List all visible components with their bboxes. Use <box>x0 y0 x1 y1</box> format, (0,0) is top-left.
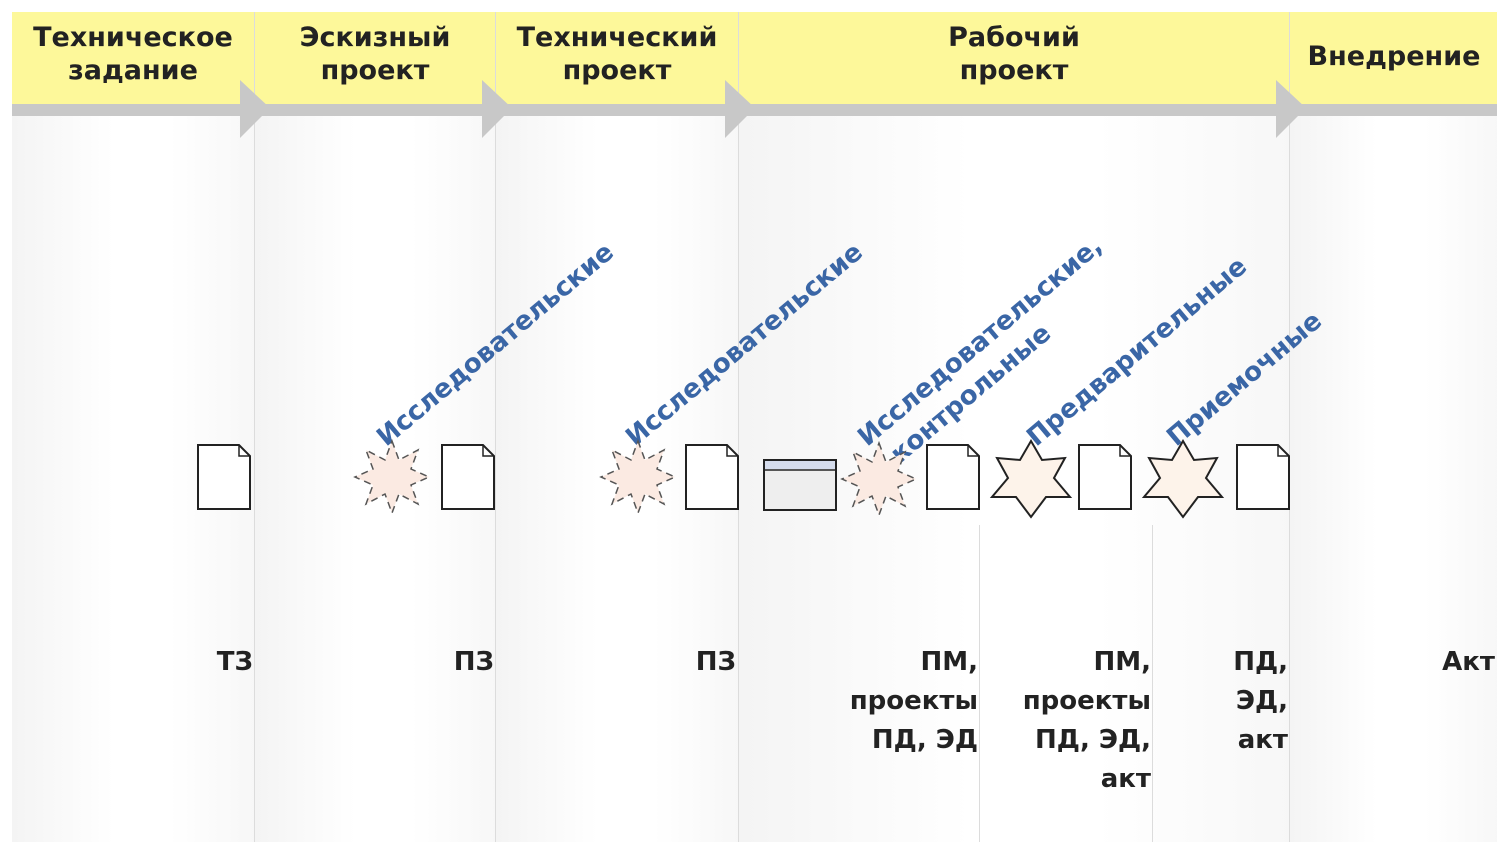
stage-title-line: проект <box>562 55 672 86</box>
stage-title-line: Эскизный <box>299 22 451 53</box>
document-label-line: акт <box>1100 764 1151 794</box>
document-label-act: Акт <box>1380 643 1495 682</box>
star-icon <box>1141 439 1225 519</box>
stage-divider <box>738 12 739 842</box>
document-label-line: ПЗ <box>453 647 494 677</box>
stage-divider <box>254 12 255 842</box>
document-label-line: проекты <box>849 686 978 716</box>
stage-column-implementation <box>1290 12 1497 842</box>
document-label-line: акт <box>1237 725 1288 755</box>
document-label-acceptance: ПД, ЭД, акт <box>1160 643 1288 760</box>
star-icon <box>840 440 918 518</box>
panel-icon <box>763 459 837 511</box>
document-icon <box>1078 444 1132 510</box>
stage-column-working <box>739 12 1289 842</box>
document-icon <box>441 444 495 510</box>
stage-title-implementation: Внедрение <box>1296 10 1492 102</box>
stage-title-line: проект <box>320 55 430 86</box>
arrow-right-icon <box>1276 80 1306 138</box>
stage-divider <box>1289 12 1290 842</box>
timeline-bar <box>12 104 1497 116</box>
document-label-line: ПМ, <box>920 647 978 677</box>
document-label-pz: ПЗ <box>600 643 736 682</box>
stage-divider <box>495 12 496 842</box>
document-label-line: ПМ, <box>1093 647 1151 677</box>
document-label-tz: ТЗ <box>120 643 253 682</box>
document-label-line: ПД, ЭД <box>871 725 978 755</box>
star-icon <box>353 438 431 516</box>
document-label-line: ПД, <box>1233 647 1288 677</box>
document-label-line: ЭД, <box>1235 686 1288 716</box>
stage-header-bg <box>1290 12 1497 104</box>
stage-column-sketch <box>255 12 495 842</box>
stage-title-line: Рабочий <box>948 22 1080 53</box>
stage-header-bg <box>739 12 1289 104</box>
stage-column-technical <box>496 12 738 842</box>
stage-title-line: задание <box>68 55 198 86</box>
stage-title-line: проект <box>959 55 1069 86</box>
document-label-line: ПД, ЭД, <box>1035 725 1151 755</box>
arrow-right-icon <box>482 80 512 138</box>
document-label-preliminary: ПМ, проекты ПД, ЭД, акт <box>985 643 1151 799</box>
star-icon <box>989 439 1073 519</box>
stage-header-bg <box>12 12 254 104</box>
stage-column-tz <box>12 12 254 842</box>
stage-title-line: Технический <box>516 22 718 53</box>
document-label-line: Акт <box>1442 647 1495 677</box>
document-icon <box>1236 444 1290 510</box>
sub-divider <box>1152 525 1153 842</box>
document-label-working: ПМ, проекты ПД, ЭД <box>800 643 978 760</box>
stage-header-bg <box>496 12 738 104</box>
stage-header-bg <box>255 12 495 104</box>
document-icon <box>685 444 739 510</box>
document-icon <box>926 444 980 510</box>
arrow-right-icon <box>240 80 270 138</box>
document-label-line: ПЗ <box>695 647 736 677</box>
stage-title-line: Техническое <box>33 22 233 53</box>
star-icon <box>599 438 677 516</box>
document-icon <box>197 444 251 510</box>
sub-divider <box>979 525 980 842</box>
document-label-pz: ПЗ <box>360 643 494 682</box>
arrow-right-icon <box>725 80 755 138</box>
document-label-line: проекты <box>1022 686 1151 716</box>
document-label-line: ТЗ <box>216 647 253 677</box>
stage-title-line: Внедрение <box>1307 40 1481 72</box>
